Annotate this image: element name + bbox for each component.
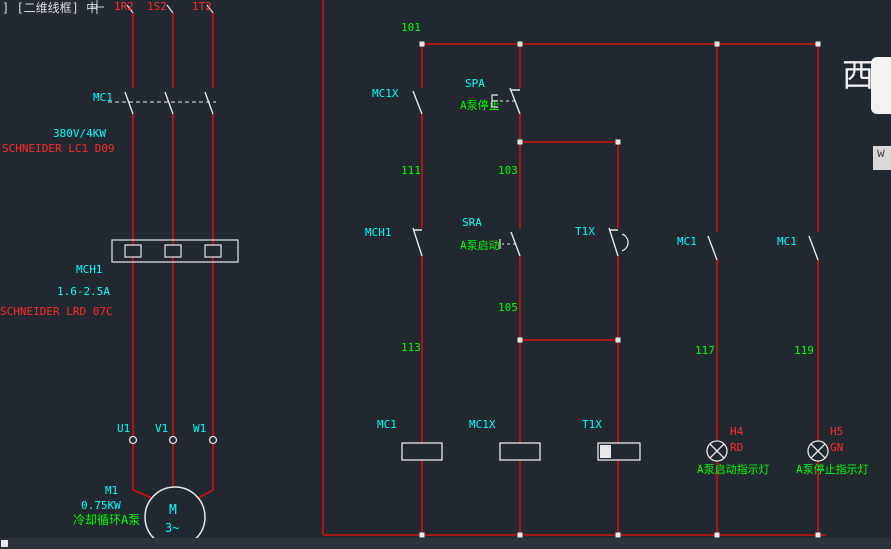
label-mch1-overload[interactable]: MCH1 bbox=[76, 264, 103, 276]
mch1-nc-contact-symbol[interactable] bbox=[413, 228, 422, 256]
motor-phase-symbol: 3~ bbox=[165, 522, 179, 535]
label-h4-tag[interactable]: H4 bbox=[730, 426, 743, 438]
phase-label-1t2[interactable]: 1T2 bbox=[192, 1, 212, 13]
control-wires bbox=[323, 0, 826, 535]
label-t1x-contact[interactable]: T1X bbox=[575, 226, 595, 238]
t1x-timer-coil-symbol[interactable] bbox=[598, 443, 640, 460]
mc1-no-contact-symbol-right[interactable] bbox=[809, 236, 818, 260]
status-bar-chip bbox=[1, 540, 8, 547]
wire-number-111[interactable]: 111 bbox=[401, 165, 421, 177]
motor-letter: M bbox=[169, 504, 177, 518]
label-overload-range[interactable]: 1.6-2.5A bbox=[57, 286, 110, 298]
terminal-label-u1[interactable]: U1 bbox=[117, 423, 130, 435]
label-contactor-model[interactable]: SCHNEIDER LC1 D09 bbox=[2, 143, 115, 155]
label-motor-power[interactable]: 0.75KW bbox=[81, 500, 121, 512]
phase-label-1r2[interactable]: 1R2 bbox=[114, 1, 134, 13]
thermal-relay-symbol[interactable] bbox=[112, 240, 238, 262]
motor-terminal-circles bbox=[130, 437, 217, 444]
wire-number-117[interactable]: 117 bbox=[695, 345, 715, 357]
overlay-panel[interactable] bbox=[871, 57, 891, 114]
label-sra-button[interactable]: SRA bbox=[462, 217, 482, 229]
label-spa-button[interactable]: SPA bbox=[465, 78, 485, 90]
wire-number-119[interactable]: 119 bbox=[794, 345, 814, 357]
label-mc1-contact-left[interactable]: MC1 bbox=[677, 236, 697, 248]
wire-number-105[interactable]: 105 bbox=[498, 302, 518, 314]
phase-label-1s2[interactable]: 1S2 bbox=[147, 1, 167, 13]
label-mc1x-coil[interactable]: MC1X bbox=[469, 419, 496, 431]
h4-lamp-symbol[interactable] bbox=[707, 441, 727, 461]
label-overload-model[interactable]: SCHNEIDER LRD 07C bbox=[0, 306, 113, 318]
status-bar bbox=[0, 538, 891, 549]
label-h5-desc[interactable]: A泵停止指示灯 bbox=[796, 464, 869, 476]
label-h5-color[interactable]: GN bbox=[830, 442, 843, 454]
terminal-label-w1[interactable]: W1 bbox=[193, 423, 206, 435]
label-mc1-coil[interactable]: MC1 bbox=[377, 419, 397, 431]
label-h4-color[interactable]: RD bbox=[730, 442, 743, 454]
viewport-controls[interactable]: ] [二维线框] 中 bbox=[2, 2, 98, 15]
sra-no-start-button-symbol[interactable] bbox=[500, 232, 520, 256]
label-mc1x-contact[interactable]: MC1X bbox=[372, 88, 399, 100]
t1x-delay-contact-symbol[interactable] bbox=[609, 228, 628, 256]
label-motor-description[interactable]: 冷却循环A泵 bbox=[73, 514, 140, 527]
label-t1x-coil[interactable]: T1X bbox=[582, 419, 602, 431]
label-mc1-contactor[interactable]: MC1 bbox=[93, 92, 113, 104]
label-h5-tag[interactable]: H5 bbox=[830, 426, 843, 438]
label-spa-desc[interactable]: A泵停止 bbox=[460, 100, 500, 112]
label-h4-desc[interactable]: A泵启动指示灯 bbox=[697, 464, 770, 476]
h5-lamp-symbol[interactable] bbox=[808, 441, 828, 461]
terminal-label-v1[interactable]: V1 bbox=[155, 423, 168, 435]
mc1-contactor-symbol[interactable] bbox=[108, 92, 216, 114]
wire-number-101[interactable]: 101 bbox=[401, 22, 421, 34]
wire-number-103[interactable]: 103 bbox=[498, 165, 518, 177]
overlay-glyph: 西 bbox=[842, 58, 874, 93]
wire-number-113[interactable]: 113 bbox=[401, 342, 421, 354]
overlay-small-box[interactable]: w bbox=[873, 146, 891, 170]
mc1-no-contact-symbol-left[interactable] bbox=[708, 236, 717, 260]
mc1x-no-contact-symbol[interactable] bbox=[413, 91, 422, 114]
label-mch1-contact[interactable]: MCH1 bbox=[365, 227, 392, 239]
label-motor-tag[interactable]: M1 bbox=[105, 485, 118, 497]
label-mc1-contact-right[interactable]: MC1 bbox=[777, 236, 797, 248]
overlay-letter: w bbox=[877, 146, 885, 161]
mc1x-coil-symbol[interactable] bbox=[500, 443, 540, 460]
label-rating[interactable]: 380V/4KW bbox=[53, 128, 106, 140]
label-sra-desc[interactable]: A泵启动 bbox=[460, 240, 500, 252]
mc1-coil-symbol[interactable] bbox=[402, 443, 442, 460]
